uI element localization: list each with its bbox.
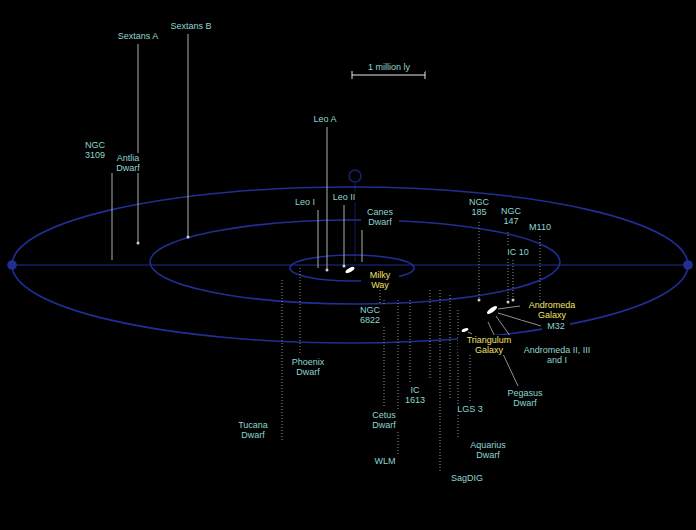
depth-line — [410, 300, 411, 383]
galactic-plane — [8, 170, 692, 343]
galaxy-label: NGC 185 — [463, 197, 495, 217]
axis-marker — [684, 261, 692, 269]
triangulum-disc — [461, 327, 469, 332]
galaxy-label: WLM — [369, 456, 401, 466]
galaxy-label: Sextans A — [109, 31, 167, 41]
height-line — [318, 210, 319, 268]
galaxy-label: M110 — [522, 222, 558, 232]
galaxy-label: Tucana Dwarf — [230, 420, 276, 440]
galaxy-label: M32 — [542, 321, 570, 331]
major-galaxies — [345, 266, 499, 333]
depth-line — [282, 280, 283, 440]
height-line — [112, 162, 113, 260]
plane-axis — [12, 265, 688, 266]
scale-tick — [425, 71, 426, 79]
galaxy-label: Canes Dwarf — [361, 207, 399, 227]
scale-label: 1 million ly — [353, 62, 425, 72]
outer-ring — [12, 187, 688, 343]
galaxy-dots — [137, 236, 542, 307]
scale-bar — [352, 71, 425, 79]
depth-line — [450, 295, 451, 400]
height-line — [344, 205, 345, 266]
galaxy-label: LGS 3 — [452, 404, 488, 414]
galaxy-label: Andromeda II, III and I — [521, 345, 593, 365]
galaxy-label: Leo I — [289, 197, 321, 207]
galaxy-label: Milky Way — [361, 270, 399, 290]
galaxy-label: Triangulum Galaxy — [458, 335, 520, 355]
galaxy-label: Leo II — [328, 192, 360, 202]
galaxy-label: NGC 6822 — [352, 305, 388, 325]
galaxy-label: NGC 3109 — [79, 140, 111, 160]
depth-line — [440, 290, 441, 471]
galaxy-label: Antlia Dwarf — [110, 153, 146, 173]
depth-line — [513, 260, 514, 300]
galaxy-label: Aquarius Dwarf — [464, 440, 512, 460]
galaxy-dot — [343, 265, 346, 268]
depth-line — [430, 290, 431, 380]
galaxy-label: Leo A — [306, 114, 344, 124]
height-line — [188, 34, 189, 237]
andromeda-disc — [486, 305, 498, 315]
depth-line — [398, 300, 399, 454]
galaxy-dot — [326, 269, 329, 272]
galaxy-label: Pegasus Dwarf — [502, 388, 548, 408]
depth-line — [540, 236, 541, 305]
galaxy-dot — [507, 301, 510, 304]
height-lines — [112, 34, 362, 270]
depth-line — [458, 310, 459, 438]
leader-line — [498, 306, 520, 309]
depth-line — [479, 222, 480, 300]
scale-tick — [352, 71, 353, 79]
galaxy-dot — [478, 299, 481, 302]
depth-lines — [282, 222, 540, 471]
galaxy-label: IC 10 — [500, 247, 536, 257]
galaxy-label: Cetus Dwarf — [364, 410, 404, 430]
axis-marker — [8, 261, 16, 269]
height-line — [362, 230, 363, 262]
galaxy-dot — [512, 299, 515, 302]
galaxy-label: Sextans B — [162, 21, 220, 31]
galaxy-dot — [187, 236, 190, 239]
axis-marker — [349, 170, 361, 182]
galaxy-label: Andromeda Galaxy — [521, 300, 583, 320]
galaxy-label: IC 1613 — [401, 385, 429, 405]
galaxy-label: Phoenix Dwarf — [285, 357, 331, 377]
height-line — [138, 44, 139, 243]
leader-line — [468, 332, 472, 334]
scale-line — [352, 75, 425, 76]
galaxy-dot — [137, 242, 140, 245]
milky-way-disc — [345, 266, 356, 274]
galaxy-label: SagDIG — [446, 473, 488, 483]
depth-line — [300, 268, 301, 355]
depth-line — [508, 232, 509, 302]
